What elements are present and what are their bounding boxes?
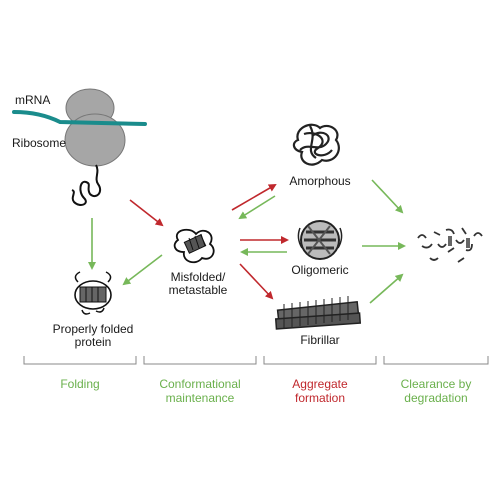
oligomeric-label: Oligomeric [291,263,349,277]
degraded-fragments-icon [417,227,483,263]
stage-label-clearance: Clearance by degradation [384,377,488,405]
stage-aggregate-line1: Aggregate [292,377,348,391]
stage-bracket-clearance [383,356,489,365]
fibrillar-label: Fibrillar [300,333,340,347]
stage-bracket-conformational [143,356,257,365]
stage-clearance-line2: degradation [404,391,468,405]
stage-label-aggregate: Aggregate formation [264,377,376,405]
misfolded-protein-icon [173,228,215,264]
amorphous-label: Amorphous [289,174,351,188]
folded-protein-icon [74,271,112,315]
stage-label-folding: Folding [24,377,136,391]
stage-folding-line1: Folding [60,377,100,391]
misfolded-line1: Misfolded/ [170,270,226,284]
nascent-chain [71,164,102,206]
oligomeric-aggregate-icon [297,220,343,260]
misfolded-line2: metastable [168,283,228,297]
stage-bracket-aggregate [263,356,377,365]
arrow-fibrillar-to-degradation [369,273,404,304]
ribosome-label: Ribosome [12,136,67,150]
properly-folded-line2: protein [74,335,112,349]
mrna-label: mRNA [15,93,51,107]
stage-aggregate-line2: formation [294,391,346,405]
properly-folded-line1: Properly folded [52,322,134,336]
fibrillar-aggregate-icon [274,296,362,330]
misfolded-label: Misfolded/ metastable [160,271,236,297]
mrna-strand [12,110,147,126]
arrow-amorphous-to-degradation [371,179,404,214]
ribosome-icon [64,88,126,167]
stage-conformational-line1: Conformational [159,377,241,391]
arrow-amorphous-to-misfolded [238,195,276,220]
properly-folded-label: Properly folded protein [40,323,146,349]
stage-conformational-line2: maintenance [165,391,235,405]
arrow-chain-to-misfolded [129,199,164,227]
arrow-misfolded-to-fibrillar [239,263,274,300]
stage-clearance-line1: Clearance by [400,377,472,391]
stage-label-conformational: Conformational maintenance [144,377,256,405]
arrow-misfolded-to-folded [122,254,163,286]
arrow-misfolded-to-amorphous [231,183,277,211]
amorphous-aggregate-icon [292,123,340,166]
stage-bracket-folding [23,356,137,365]
